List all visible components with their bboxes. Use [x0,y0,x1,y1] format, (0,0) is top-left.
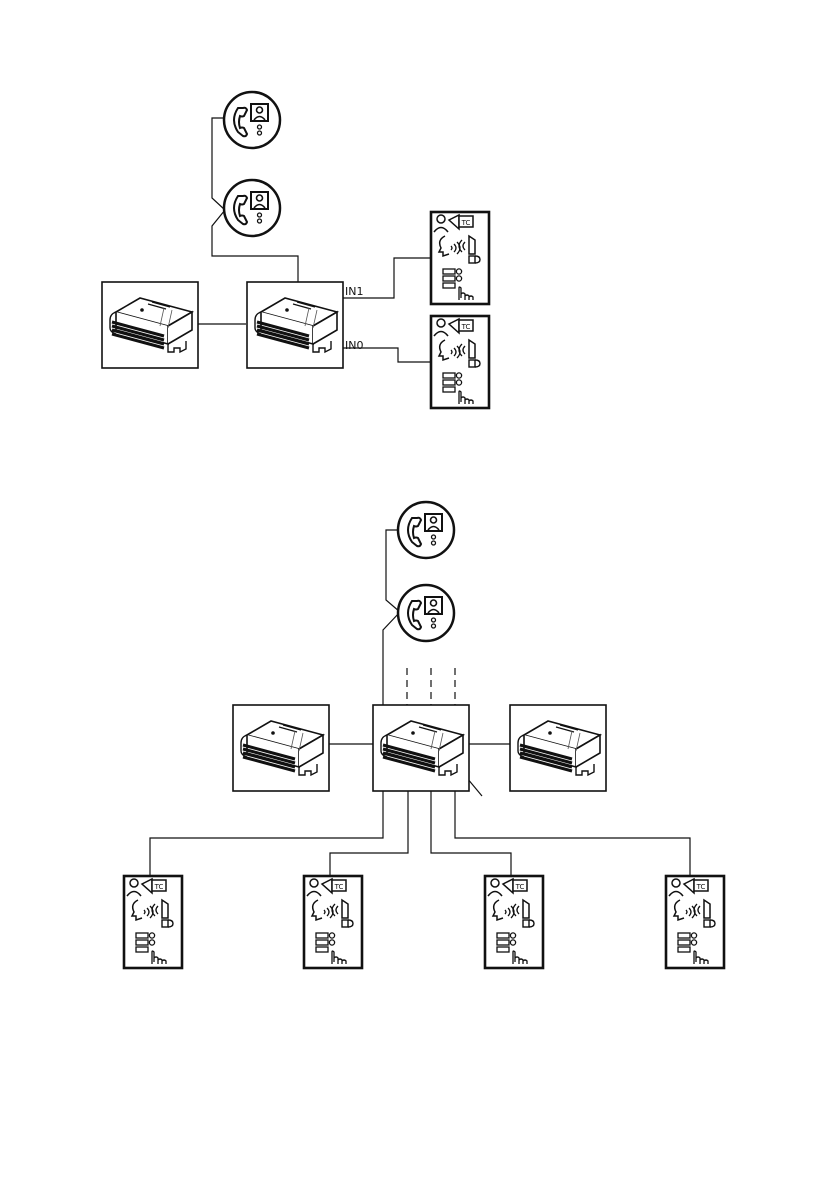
entrance-panel-icon [124,876,182,968]
entrance-panel-icon [666,876,724,968]
top-system: IN1 IN0 [102,92,489,408]
input-label-in1: IN1 [345,285,363,298]
controller-module-icon [247,282,343,368]
handset-icon [224,92,280,148]
handset-icon [224,180,280,236]
controller-module-icon [233,705,329,791]
controller-module-icon [102,282,198,368]
entrance-panel-icon [431,212,489,304]
expansion-bus-lines [407,668,455,706]
controller-module-icon [373,705,469,791]
handset-icon [398,502,454,558]
controller-module-icon [510,705,606,791]
bottom-wiring [150,530,690,876]
entrance-panel-icon [431,316,489,408]
input-label-in0: IN0 [345,339,363,352]
handset-icon [398,585,454,641]
entrance-panel-icon [304,876,362,968]
entrance-panel-icon [485,876,543,968]
bottom-system [124,502,724,968]
